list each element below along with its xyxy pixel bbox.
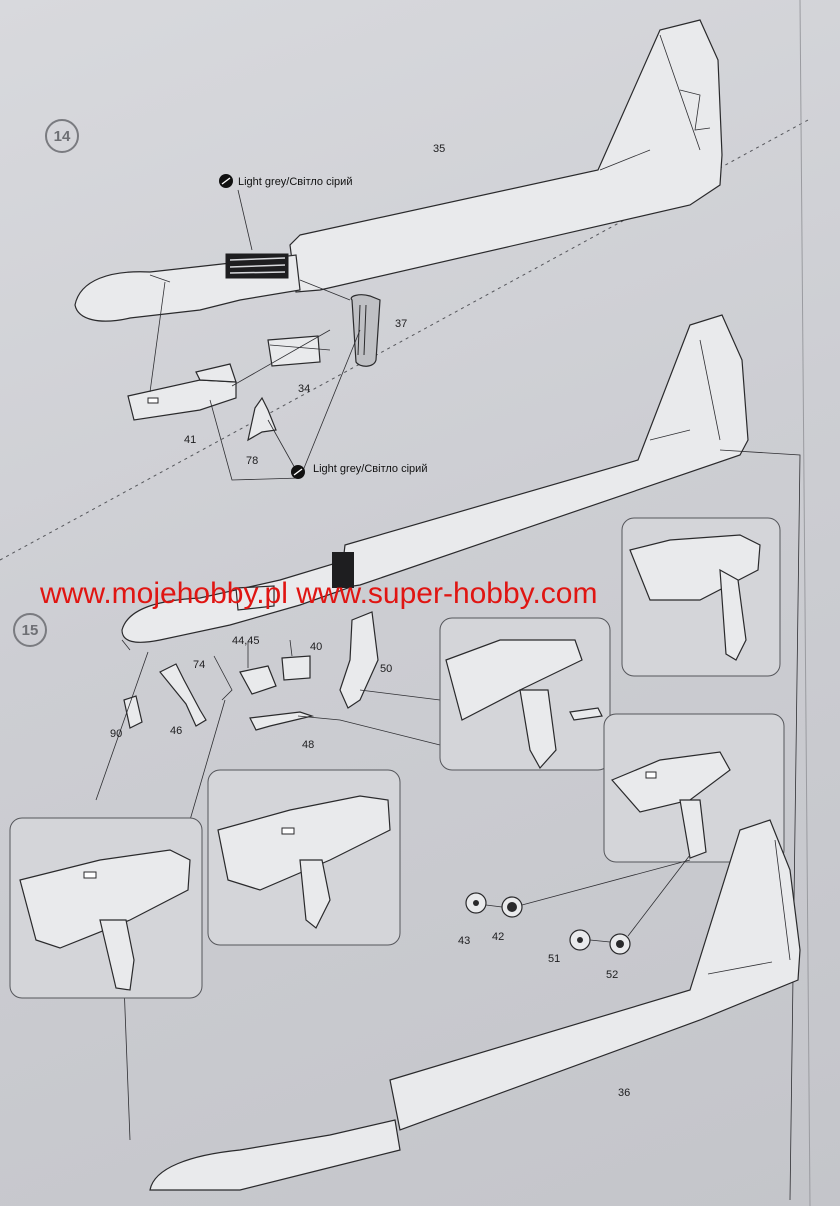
wheel-42 — [501, 896, 523, 918]
part-label-37: 37 — [395, 318, 407, 330]
wheel-43 — [465, 892, 487, 914]
paint-callout-1: Light grey/Світло сірий — [238, 176, 352, 188]
part-label-52: 52 — [606, 969, 618, 981]
cockpit-floor-41 — [127, 363, 237, 421]
part-label-78: 78 — [246, 455, 258, 467]
step-15: 15 — [9, 314, 801, 1201]
part-label-36: 36 — [618, 1087, 630, 1099]
part-label-90: 90 — [110, 728, 122, 740]
step-14: 14 Light gr — [45, 19, 723, 481]
detail-frame-3 — [603, 713, 785, 863]
step-14-badge — [45, 119, 79, 153]
part-label-34: 34 — [298, 383, 310, 395]
wheel-52 — [609, 933, 631, 955]
paint-callout-2: Light grey/Світло сірий — [313, 463, 427, 475]
part-label-41: 41 — [184, 434, 196, 446]
seat-back-37 — [350, 294, 381, 367]
gear-strut-46 — [159, 663, 207, 727]
fuselage-half-36 — [149, 819, 801, 1191]
step-14-number: 14 — [54, 128, 71, 145]
part-label-46: 46 — [170, 725, 182, 737]
part-label-35: 35 — [433, 143, 445, 155]
detail-frame-2 — [439, 617, 611, 771]
part-label-74: 74 — [193, 659, 205, 671]
step-15-badge — [13, 613, 47, 647]
part-label-51: 51 — [548, 953, 560, 965]
part-48 — [249, 711, 315, 731]
detail-frame-1 — [621, 517, 781, 677]
part-label-40: 40 — [310, 641, 322, 653]
part-label-48: 48 — [302, 739, 314, 751]
landing-gear-leg-50 — [339, 611, 379, 709]
bracket-78 — [247, 396, 277, 442]
part-label-43: 43 — [458, 935, 470, 947]
detail-frame-5 — [9, 817, 203, 999]
part-label-42: 42 — [492, 931, 504, 943]
part-label-44-45: 44,45 — [232, 635, 260, 647]
detail-frame-4 — [207, 769, 401, 946]
page-edge — [799, 0, 811, 1206]
part-label-50: 50 — [380, 663, 392, 675]
watermark-text: www.mojehobby.pl www.super-hobby.com — [39, 577, 597, 610]
cockpit-seat — [332, 552, 354, 588]
fuselage-assembly-step15 — [121, 314, 749, 643]
fuselage-half-35 — [74, 19, 723, 322]
part-44-45 — [239, 665, 277, 695]
part-40 — [281, 655, 311, 681]
step-15-number: 15 — [22, 622, 39, 639]
wheel-51 — [569, 929, 591, 951]
